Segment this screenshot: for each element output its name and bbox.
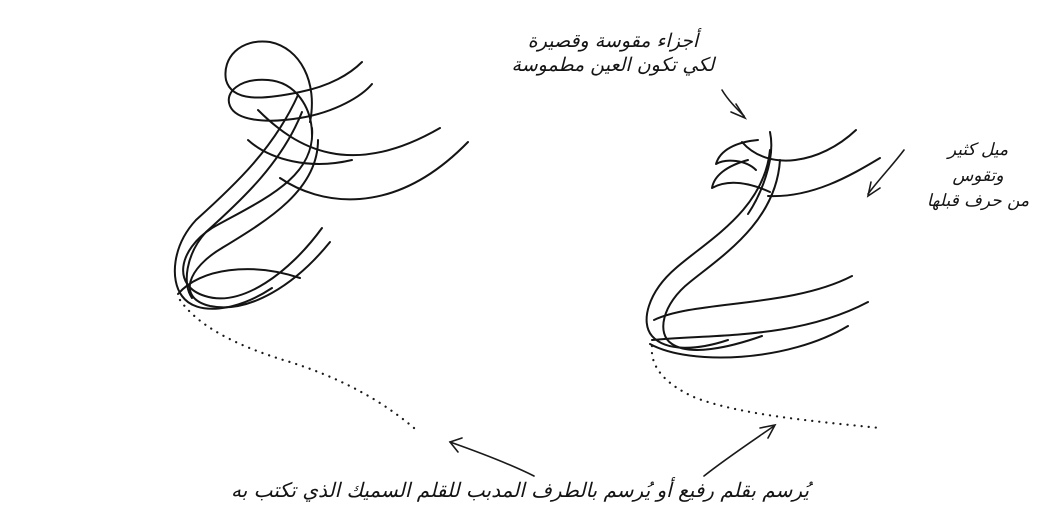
right-bottom-sweep-2 bbox=[652, 302, 868, 340]
right-head-upper bbox=[716, 140, 758, 170]
annotation-short-curved-parts: أجزاء مقوسة وقصيرة لكي تكون العين مطموسة bbox=[488, 30, 738, 78]
arrow-bottom-left bbox=[450, 438, 534, 476]
right-ain-letter bbox=[647, 130, 880, 428]
right-dotted-tail bbox=[652, 346, 880, 428]
annotation-top-line2: لكي تكون العين مطموسة bbox=[488, 54, 738, 78]
annotation-right-line1: ميل كثير bbox=[918, 138, 1038, 164]
left-connector-1 bbox=[258, 110, 440, 155]
annotation-right-line2: وتقوس bbox=[918, 164, 1038, 190]
arrow-top bbox=[722, 90, 745, 118]
arrow-right bbox=[868, 150, 904, 196]
right-connector-2 bbox=[768, 158, 880, 196]
left-dotted-tail bbox=[180, 300, 414, 428]
right-bottom-sweep-3 bbox=[650, 326, 848, 358]
annotation-slant-and-curve: ميل كثير وتقوس من حرف قبلها bbox=[918, 138, 1038, 215]
left-tail-stroke bbox=[178, 269, 300, 294]
left-connector-3 bbox=[248, 140, 352, 164]
left-ain-letter bbox=[175, 41, 468, 428]
annotation-thin-pen: يُرسم بقلم رفيع أو يُرسم بالطرف المدبب ل… bbox=[80, 478, 960, 503]
left-body-stroke-2 bbox=[190, 140, 330, 307]
arrow-bottom-right bbox=[704, 425, 775, 476]
left-connector-2 bbox=[280, 142, 468, 199]
left-upper-loop-inner bbox=[229, 80, 372, 135]
annotation-top-line1: أجزاء مقوسة وقصيرة bbox=[488, 30, 738, 54]
annotation-right-line3: من حرف قبلها bbox=[918, 189, 1038, 215]
right-connector-1 bbox=[742, 130, 856, 161]
right-bottom-sweep-1 bbox=[654, 276, 852, 320]
